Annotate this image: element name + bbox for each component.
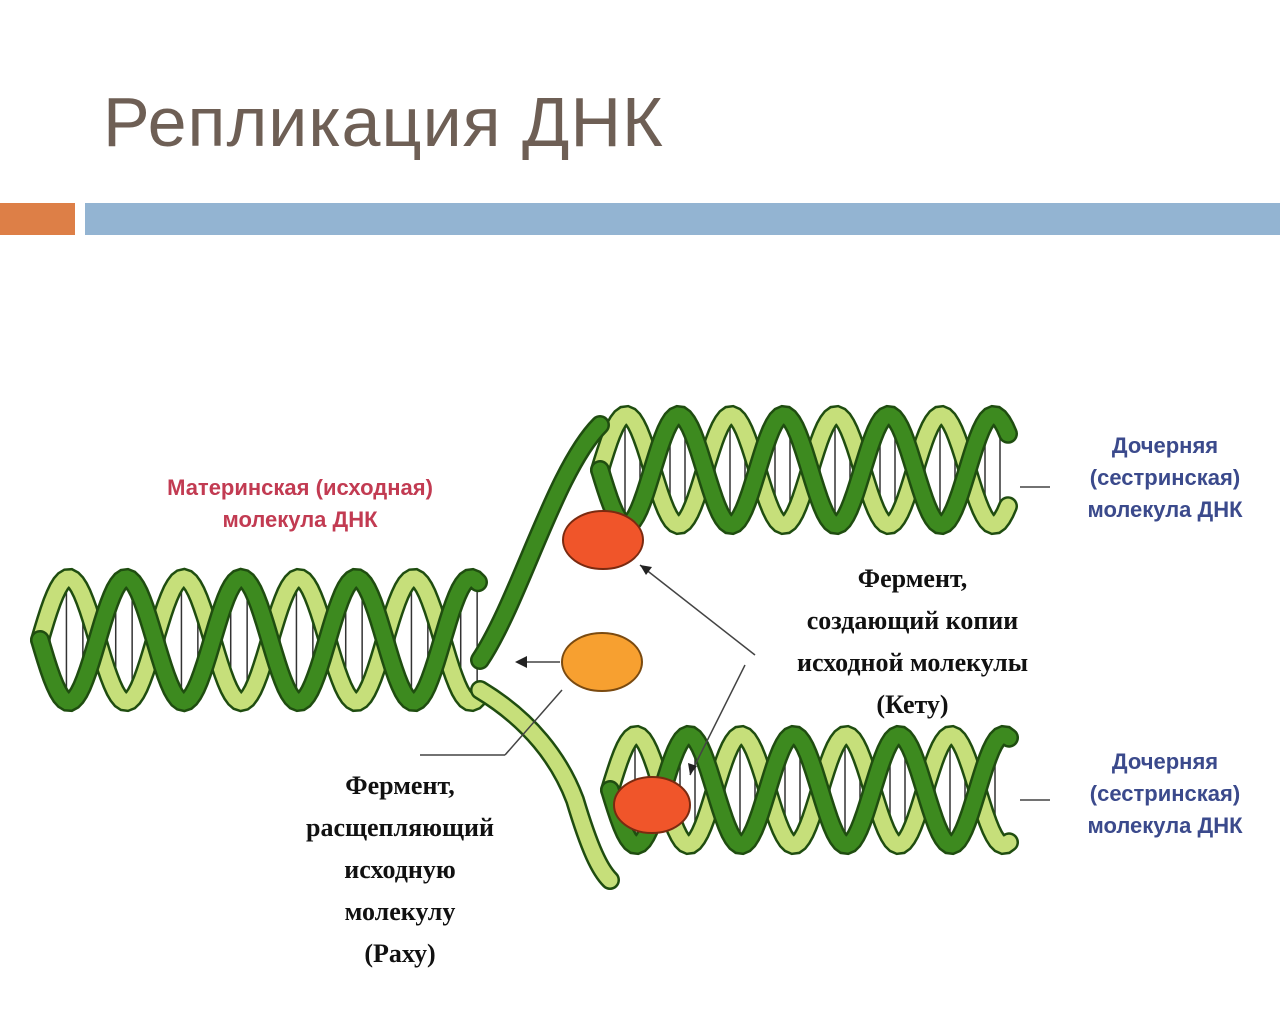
fork-light-strand xyxy=(472,682,618,888)
label-line: молекула ДНК xyxy=(1087,813,1243,838)
enzyme-split-label: Фермент, расщепляющий исходную молекулу … xyxy=(260,765,540,975)
label-line: Фермент, xyxy=(345,771,455,800)
label-line: молекула ДНК xyxy=(222,507,378,532)
label-line: (Кету) xyxy=(876,690,949,719)
label-line: создающий копии xyxy=(806,606,1019,635)
label-line: расщепляющий xyxy=(306,813,494,842)
enzyme-copy-label: Фермент, создающий копии исходной молеку… xyxy=(755,558,1070,726)
daughter-bottom-label: Дочерняя (сестринская) молекула ДНК xyxy=(1055,746,1275,842)
daughter-top-helix-light-strand xyxy=(592,407,1016,533)
daughter-top-label: Дочерняя (сестринская) молекула ДНК xyxy=(1055,430,1275,526)
accent-bar-orange xyxy=(0,203,75,235)
enzyme-copy-bottom xyxy=(613,776,691,834)
label-line: исходной молекулы xyxy=(796,648,1029,677)
enzyme-copy-top xyxy=(562,510,644,570)
label-line: исходную xyxy=(344,855,456,884)
label-line: Дочерняя xyxy=(1111,749,1219,774)
label-line: молекулу xyxy=(344,897,456,926)
pointer-line xyxy=(504,689,563,756)
enzyme-split xyxy=(561,632,643,692)
label-line: (сестринская) xyxy=(1089,465,1241,490)
accent-bar-blue xyxy=(85,203,1280,235)
pointer-line xyxy=(639,564,756,656)
arrow-head xyxy=(688,763,697,775)
arrow-head xyxy=(640,565,652,575)
daughter-bottom-helix-dark-strand xyxy=(602,727,1017,853)
label-line: (Раху) xyxy=(364,939,436,968)
label-line: Фермент, xyxy=(857,564,968,593)
pointer-line xyxy=(689,664,746,776)
fork-dark-strand xyxy=(472,417,608,668)
mother-molecule-label: Материнская (исходная) молекула ДНК xyxy=(110,472,490,536)
slide-title: Репликация ДНК xyxy=(103,83,664,161)
daughter-bottom-helix-light-strand xyxy=(602,727,1017,853)
label-line: молекула ДНК xyxy=(1087,497,1243,522)
parental-helix-light-strand xyxy=(32,570,486,710)
parental-helix-dark-strand xyxy=(32,570,486,710)
label-line: Дочерняя xyxy=(1111,433,1219,458)
label-line: (сестринская) xyxy=(1089,781,1241,806)
label-line: Материнская (исходная) xyxy=(167,475,433,500)
daughter-top-helix-dark-strand xyxy=(592,407,1016,533)
arrow-head xyxy=(515,656,527,668)
